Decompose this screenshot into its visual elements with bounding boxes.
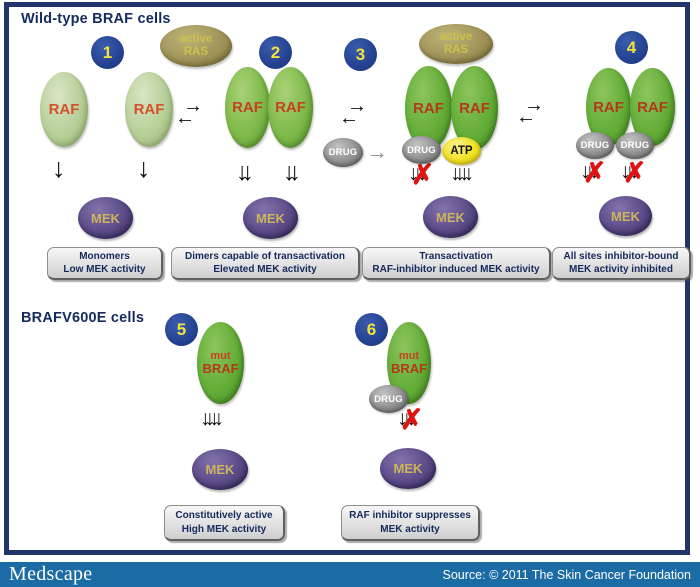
quad-down-arrows-icon: ↓↓↓↓ (200, 407, 224, 430)
raf-oval: RAF (630, 68, 675, 146)
blocked-signal-icon: ↓↓↓ ✗ (620, 157, 660, 194)
quad-down-arrows-icon: ↓↓↓↓ (450, 162, 474, 185)
mek-label: MEK (205, 462, 235, 477)
raf-label: RAF (637, 98, 668, 116)
raf-label: RAF (413, 99, 444, 117)
drug-oval: DRUG (616, 132, 654, 159)
panel-number-badge: 4 (615, 31, 648, 64)
mek-oval: MEK (192, 449, 248, 490)
caption-line: All sites inhibitor-bound (563, 250, 679, 262)
raf-label: RAF (48, 101, 80, 118)
raf-oval: RAF (125, 72, 173, 147)
caption-line: Constitutively active (175, 510, 273, 522)
caption-line: MEK activity inhibited (569, 264, 673, 275)
mut-braf-label: BRAF (202, 361, 239, 376)
caption-line: High MEK activity (181, 523, 267, 535)
blocked-x-icon: ✗ (400, 404, 424, 435)
raf-oval: RAF (225, 67, 270, 148)
active-ras-label: active (439, 31, 473, 44)
raf-label: RAF (133, 101, 165, 118)
active-ras-label: RAS (183, 46, 209, 58)
caption-line: Elevated MEK activity (213, 264, 317, 275)
blocked-x-icon: ✗ (623, 157, 647, 188)
panel-number-badge: 3 (344, 38, 377, 71)
raf-label: RAF (593, 98, 624, 116)
drug-label: DRUG (580, 140, 610, 151)
equilibrium-arrows-icon: → ← (516, 94, 544, 128)
raf-oval: RAF (40, 72, 88, 147)
raf-oval: RAF (268, 67, 313, 148)
drug-label: DRUG (328, 147, 358, 158)
mek-label: MEK (256, 210, 285, 226)
blocked-signal-icon: ↓↓↓ ✗ (397, 404, 437, 441)
mek-oval: MEK (423, 196, 478, 238)
active-ras-oval: active RAS (419, 24, 493, 64)
double-down-arrows-icon: ↓↓ (236, 158, 254, 186)
down-arrow-icon: ↓ (137, 153, 151, 183)
drug-label: DRUG (374, 393, 403, 405)
mek-label: MEK (436, 209, 465, 225)
caption-line: Dimers capable of transactivation (184, 250, 346, 262)
panel-number-badge: 6 (355, 313, 388, 346)
active-ras-label: active (179, 33, 213, 46)
drug-binding-arrow-icon: → (366, 139, 388, 164)
mut-braf-label: mut (398, 350, 420, 362)
mek-oval: MEK (380, 448, 436, 489)
section-title-wild-type: Wild-type BRAF cells (21, 11, 171, 27)
caption-box: All sites inhibitor-bound MEK activity i… (552, 247, 691, 280)
caption-box: Constitutively active High MEK activity (164, 505, 285, 541)
caption-box: Monomers Low MEK activity (47, 247, 163, 280)
mek-label: MEK (611, 208, 640, 224)
mek-label: MEK (393, 461, 423, 476)
caption-line: Low MEK activity (63, 264, 146, 275)
active-ras-label: RAS (443, 44, 469, 56)
blocked-x-icon: ✗ (411, 159, 435, 190)
blocked-signal-icon: ↓↓↓ ✗ (408, 159, 448, 196)
equilibrium-arrows-icon: → ← (175, 95, 203, 129)
mut-braf-oval: mut BRAF (197, 322, 244, 404)
mek-oval: MEK (243, 197, 298, 239)
atp-label: ATP (450, 145, 473, 157)
mek-oval: MEK (78, 197, 133, 239)
panel-number-badge: 1 (91, 36, 124, 69)
down-arrow-icon: ↓ (52, 153, 66, 183)
caption-line: Monomers (79, 250, 130, 262)
caption-line: MEK activity (380, 523, 440, 535)
drug-oval: DRUG (576, 132, 614, 159)
raf-label: RAF (459, 99, 490, 117)
mut-braf-label: BRAF (390, 361, 428, 376)
blocked-signal-icon: ↓↓↓ ✗ (580, 157, 620, 194)
mek-oval: MEK (599, 196, 652, 236)
mek-label: MEK (91, 210, 120, 226)
section-title-mutant: BRAFV600E cells (21, 310, 145, 326)
caption-line: RAF-inhibitor induced MEK activity (372, 264, 540, 275)
caption-line: RAF inhibitor suppresses (349, 510, 471, 522)
equilibrium-arrows-icon: → ← (339, 95, 367, 129)
caption-box: Transactivation RAF-inhibitor induced ME… (362, 247, 551, 280)
caption-box: RAF inhibitor suppresses MEK activity (341, 505, 480, 541)
drug-label: DRUG (620, 140, 650, 151)
panel-number-badge: 5 (165, 313, 198, 346)
double-down-arrows-icon: ↓↓ (283, 158, 301, 186)
mut-braf-label: mut (210, 350, 231, 362)
raf-oval: RAF (451, 66, 498, 150)
medscape-logo: Medscape (9, 563, 93, 585)
caption-line: Transactivation (419, 250, 493, 262)
caption-box: Dimers capable of transactivation Elevat… (171, 247, 360, 280)
raf-label: RAF (232, 99, 263, 116)
raf-label: RAF (275, 99, 306, 116)
blocked-x-icon: ✗ (583, 157, 607, 188)
drug-label: DRUG (407, 144, 436, 156)
active-ras-oval: active RAS (160, 25, 232, 67)
source-credit: Source: © 2011 The Skin Cancer Foundatio… (442, 567, 691, 582)
drug-oval: DRUG (323, 138, 363, 167)
footer-bar: Medscape Source: © 2011 The Skin Cancer … (0, 562, 700, 587)
atp-oval: ATP (442, 137, 481, 165)
drug-oval: DRUG (402, 136, 441, 164)
panel-number-badge: 2 (259, 36, 292, 69)
drug-oval: DRUG (369, 385, 408, 413)
